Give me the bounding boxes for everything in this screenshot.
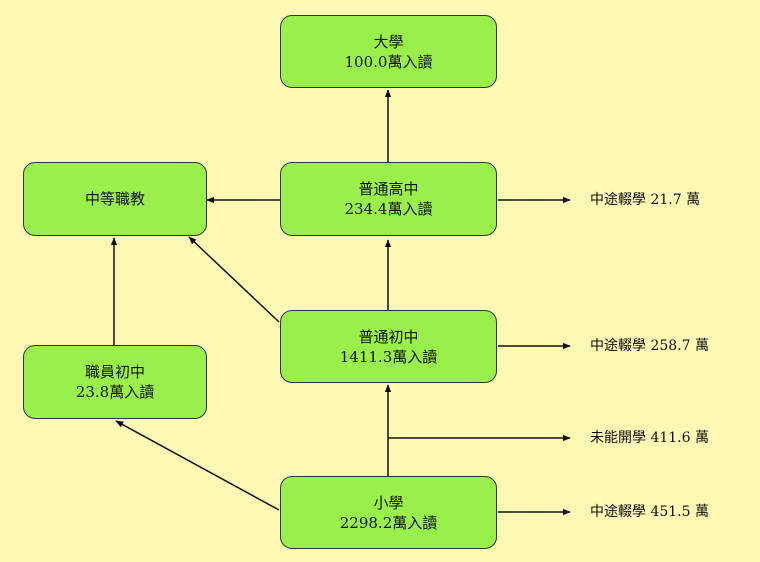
node-senior-high: 普通高中 234.4萬入讀 (280, 162, 497, 236)
label-junior-high-dropout: 中途輟學 258.7 萬 (590, 338, 709, 354)
node-vocational-name: 中等職教 (84, 190, 145, 208)
node-university-name: 大學 (373, 32, 404, 51)
label-senior-high-dropout: 中途輟學 21.7 萬 (590, 192, 701, 208)
node-junior-high: 普通初中 1411.3萬入讀 (280, 310, 497, 383)
node-vocational-junior: 職員初中 23.8萬入讀 (23, 345, 207, 419)
label-primary-dropout: 中途輟學 451.5 萬 (590, 504, 709, 520)
node-vocational-junior-name: 職員初中 (84, 363, 145, 381)
node-vocational: 中等職教 (23, 162, 207, 236)
node-junior-high-name: 普通初中 (358, 327, 419, 346)
node-senior-high-name: 普通高中 (358, 180, 419, 198)
node-primary-name: 小學 (373, 493, 404, 512)
node-university: 大學 100.0萬入讀 (280, 15, 497, 88)
label-not-enrolled: 未能開學 411.6 萬 (590, 430, 709, 446)
node-primary: 小學 2298.2萬入讀 (280, 476, 497, 549)
arrow-primary-to-vocational-junior (115, 420, 280, 511)
arrow-junior-high-to-vocational (188, 236, 280, 323)
node-vocational-junior-value: 23.8萬入讀 (75, 383, 155, 401)
node-primary-value: 2298.2萬入讀 (339, 513, 438, 532)
node-junior-high-value: 1411.3萬入讀 (339, 347, 438, 366)
node-senior-high-value: 234.4萬入讀 (344, 200, 433, 218)
node-university-value: 100.0萬入讀 (344, 52, 433, 71)
